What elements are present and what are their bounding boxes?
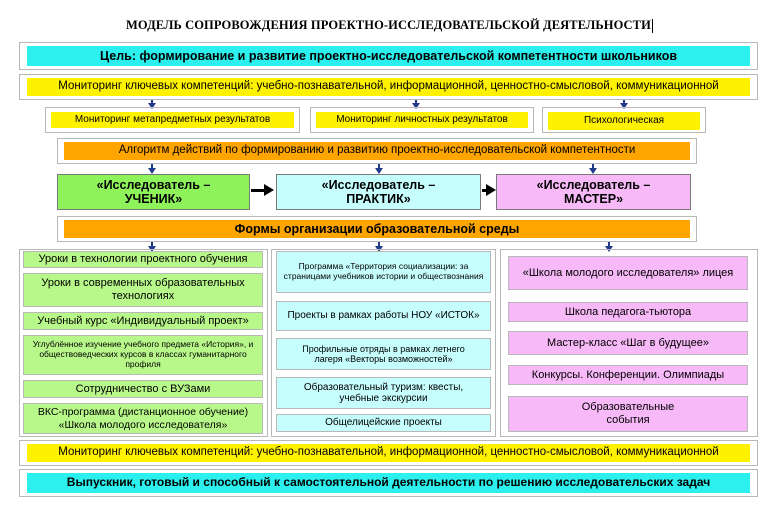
- arrow-line: [251, 189, 265, 192]
- right-item: Конкурсы. Конференции. Олимпиады: [508, 365, 748, 385]
- monitoring-personal-frame: Мониторинг личностных результатов: [310, 107, 534, 133]
- monitoring-meta-box: Мониторинг метапредметных результатов: [51, 112, 294, 128]
- role-master-line2: МАСТЕР»: [563, 192, 624, 206]
- role-practitioner-box: «Исследователь – ПРАКТИК»: [276, 174, 481, 210]
- monitoring-personal-box: Мониторинг личностных результатов: [316, 112, 528, 128]
- left-item: Уроки в технологии проектного обучения: [23, 251, 263, 268]
- left-column: [19, 249, 268, 437]
- middle-item: Программа «Территория социализации: за с…: [276, 251, 491, 293]
- monitoring-top-box: Мониторинг ключевых компетенций: учебно-…: [27, 78, 750, 96]
- arrow-down-icon: [148, 103, 156, 109]
- arrow-down-icon: [148, 168, 156, 174]
- right-item: Мастер-класс «Шаг в будущее»: [508, 331, 748, 355]
- arrow-line: [151, 242, 153, 248]
- right-item: Образовательные события: [508, 396, 748, 432]
- arrow-down-icon: [375, 168, 383, 174]
- right-item: Школа педагога-тьютора: [508, 302, 748, 322]
- arrow-right-icon: [264, 184, 274, 196]
- role-master-box: «Исследователь – МАСТЕР»: [496, 174, 691, 210]
- algorithm-frame: Алгоритм действий по формированию и разв…: [57, 138, 697, 164]
- page-title: МОДЕЛЬ СОПРОВОЖДЕНИЯ ПРОЕКТНО-ИССЛЕДОВАТ…: [0, 18, 779, 34]
- arrow-line: [151, 100, 153, 104]
- arrow-line: [378, 242, 380, 248]
- result-box: Выпускник, готовый и способный к самосто…: [27, 473, 750, 493]
- right-item: «Школа молодого исследователя» лицея: [508, 256, 748, 290]
- arrow-line: [482, 189, 488, 192]
- monitoring-bottom-frame: Мониторинг ключевых компетенций: учебно-…: [19, 440, 758, 466]
- result-frame: Выпускник, готовый и способный к самосто…: [19, 469, 758, 497]
- right-column: [500, 249, 758, 437]
- algorithm-box: Алгоритм действий по формированию и разв…: [64, 142, 690, 160]
- role-master-line1: «Исследователь –: [536, 177, 651, 192]
- arrow-down-icon: [412, 103, 420, 109]
- middle-item: Образовательный туризм: квесты, учебные …: [276, 377, 491, 409]
- arrow-line: [378, 164, 380, 170]
- monitoring-bottom-box: Мониторинг ключевых компетенций: учебно-…: [27, 444, 750, 462]
- role-student-line2: УЧЕНИК»: [124, 192, 183, 206]
- monitoring-top-frame: Мониторинг ключевых компетенций: учебно-…: [19, 74, 758, 100]
- arrow-line: [608, 242, 610, 248]
- forms-frame: Формы организации образовательной среды: [57, 216, 697, 242]
- forms-box: Формы организации образовательной среды: [64, 220, 690, 238]
- left-item: Сотрудничество с ВУЗами: [23, 380, 263, 398]
- text-cursor: [651, 19, 653, 34]
- goal-box: Цель: формирование и развитие проектно-и…: [27, 46, 750, 66]
- title-text: МОДЕЛЬ СОПРОВОЖДЕНИЯ ПРОЕКТНО-ИССЛЕДОВАТ…: [126, 18, 651, 32]
- left-item: Углублённое изучение учебного предмета «…: [23, 335, 263, 375]
- role-practitioner-line2: ПРАКТИК»: [346, 192, 411, 206]
- role-student-line1: «Исследователь –: [96, 177, 211, 192]
- left-item: Учебный курс «Индивидуальный проект»: [23, 312, 263, 330]
- monitoring-meta-frame: Мониторинг метапредметных результатов: [45, 107, 300, 133]
- arrow-down-icon: [589, 168, 597, 174]
- arrow-line: [592, 164, 594, 170]
- arrow-down-icon: [620, 103, 628, 109]
- middle-column: [271, 249, 496, 437]
- arrow-line: [623, 100, 625, 104]
- role-student-box: «Исследователь – УЧЕНИК»: [57, 174, 250, 210]
- role-practitioner-line1: «Исследователь –: [321, 177, 436, 192]
- left-item: ВКС-программа (дистанционное обучение) «…: [23, 403, 263, 434]
- goal-frame: Цель: формирование и развитие проектно-и…: [19, 42, 758, 70]
- arrow-right-icon: [486, 184, 496, 196]
- middle-item: Профильные отряды в рамках летнего лагер…: [276, 338, 491, 370]
- arrow-line: [151, 164, 153, 170]
- monitoring-psych-box: Психологическая: [548, 112, 700, 130]
- monitoring-psych-frame: Психологическая: [542, 107, 706, 133]
- arrow-line: [415, 100, 417, 104]
- middle-item: Проекты в рамках работы НОУ «ИСТОК»: [276, 301, 491, 331]
- middle-item: Общелицейские проекты: [276, 414, 491, 432]
- left-item: Уроки в современных образовательных техн…: [23, 273, 263, 307]
